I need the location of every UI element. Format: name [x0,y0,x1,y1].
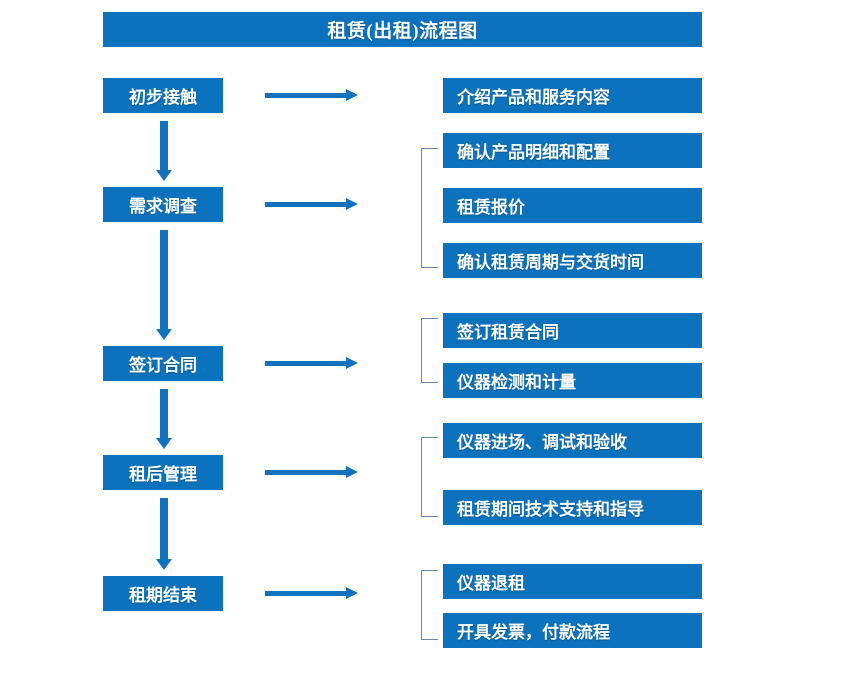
right-arrow-icon-5 [265,587,358,600]
right-arrow-icon-4 [265,466,358,479]
right-arrow-icon-2 [265,198,358,211]
detail-box-6-label: 仪器检测和计量 [457,373,576,392]
detail-box-1[interactable]: 介绍产品和服务内容 [443,78,702,113]
group-bracket-3 [421,437,438,517]
stage-box-2-label: 需求调查 [129,197,197,216]
stage-box-5[interactable]: 租期结束 [103,576,223,611]
detail-box-8[interactable]: 租赁期间技术支持和指导 [443,490,702,525]
detail-box-2[interactable]: 确认产品明细和配置 [443,133,702,168]
stage-box-5-label: 租期结束 [129,586,197,605]
detail-box-9-label: 仪器退租 [457,574,525,593]
stage-box-3[interactable]: 签订合同 [103,346,223,381]
group-bracket-1 [421,148,438,268]
stage-box-3-label: 签订合同 [129,356,197,375]
down-arrow-icon-3 [156,389,172,449]
detail-box-3-label: 租赁报价 [457,198,525,217]
stage-box-4[interactable]: 租后管理 [103,455,223,490]
detail-box-4-label: 确认租赁周期与交货时间 [457,253,644,272]
stage-box-1[interactable]: 初步接触 [103,78,223,113]
group-bracket-4 [421,570,438,640]
down-arrow-icon-4 [156,498,172,570]
detail-box-5-label: 签订租赁合同 [457,323,559,342]
detail-box-1-label: 介绍产品和服务内容 [457,88,610,107]
detail-box-6[interactable]: 仪器检测和计量 [443,363,702,398]
page-title: 租赁(出租)流程图 [103,12,702,47]
stage-box-2[interactable]: 需求调查 [103,187,223,222]
down-arrow-icon-2 [156,230,172,340]
detail-box-7[interactable]: 仪器进场、调试和验收 [443,423,702,458]
detail-box-3[interactable]: 租赁报价 [443,188,702,223]
detail-box-10-label: 开具发票，付款流程 [457,623,610,642]
detail-box-10[interactable]: 开具发票，付款流程 [443,613,702,648]
group-bracket-2 [421,318,438,383]
detail-box-9[interactable]: 仪器退租 [443,564,702,599]
right-arrow-icon-1 [265,89,358,102]
right-arrow-icon-3 [265,357,358,370]
detail-box-7-label: 仪器进场、调试和验收 [457,433,627,452]
stage-box-4-label: 租后管理 [129,465,197,484]
detail-box-4[interactable]: 确认租赁周期与交货时间 [443,243,702,278]
down-arrow-icon-1 [156,121,172,181]
detail-box-2-label: 确认产品明细和配置 [457,143,610,162]
detail-box-8-label: 租赁期间技术支持和指导 [457,500,644,519]
detail-box-5[interactable]: 签订租赁合同 [443,313,702,348]
stage-box-1-label: 初步接触 [129,88,197,107]
